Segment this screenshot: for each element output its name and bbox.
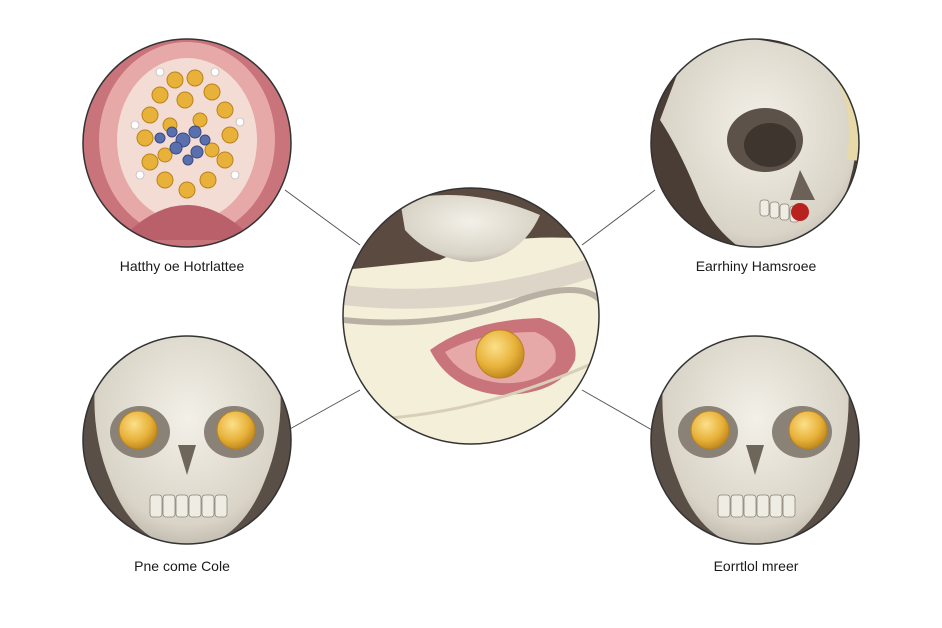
label-bottom-right: Eorrtlol mreer (713, 558, 799, 574)
illustration-top-right (650, 38, 860, 248)
label-top-right: Earrhiny Hamsroee (695, 258, 817, 274)
illustration-center (342, 187, 600, 445)
label-top-left: Hatthy oe Hotrlattee (119, 258, 245, 274)
connector-top-left (284, 189, 361, 246)
connector-bottom-right (581, 389, 653, 431)
illustration-bottom-left (82, 335, 292, 545)
connector-bottom-left (287, 389, 361, 431)
label-bottom-left: Pne come Cole (134, 558, 230, 574)
illustration-top-left (82, 38, 292, 248)
illustration-bottom-right (650, 335, 860, 545)
connector-lines (284, 189, 656, 431)
connector-top-right (581, 189, 656, 246)
